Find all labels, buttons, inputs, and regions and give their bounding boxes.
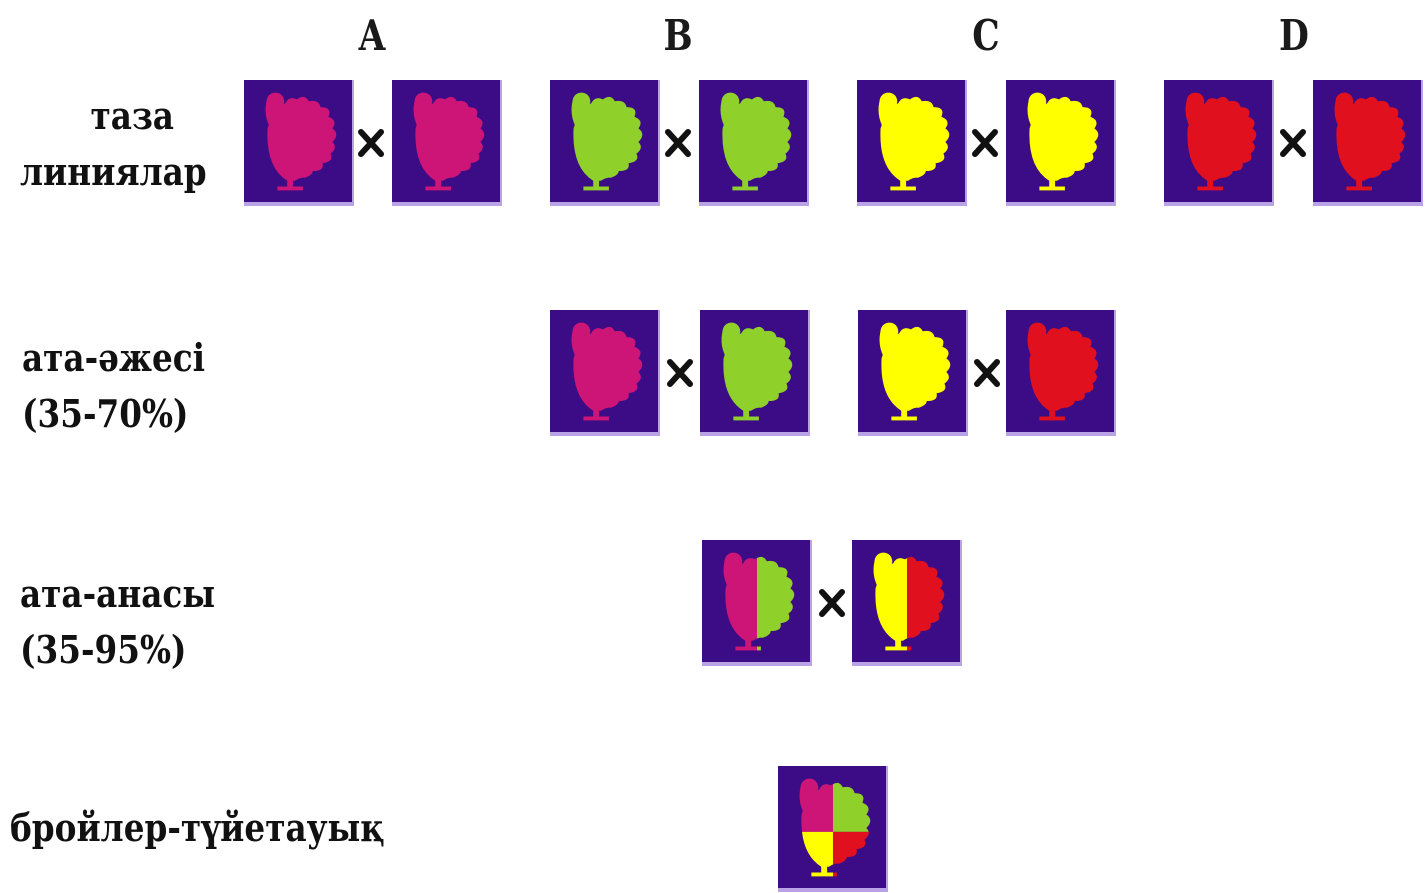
- pure-line-b-tile-1: [550, 80, 660, 206]
- row-label-grandparents: ата-әжесі (35-70%): [22, 330, 205, 442]
- row-label-broiler: бройлер-түйетауық: [10, 800, 385, 856]
- cross-icon: [972, 356, 1002, 390]
- grandparent-a-tile: [550, 310, 660, 436]
- column-label-a: A: [358, 11, 386, 60]
- grandparent-b-tile: [700, 310, 810, 436]
- parent-ab-tile: [702, 540, 812, 666]
- column-label-c: C: [972, 11, 1000, 60]
- row-label-parents-line1: ата-анасы: [20, 571, 216, 616]
- cross-icon: [665, 356, 695, 390]
- parent-cd-tile: [852, 540, 962, 666]
- grandparent-d-tile: [1006, 310, 1116, 436]
- cross-icon: [356, 126, 386, 160]
- cross-icon: [1278, 126, 1308, 160]
- pure-line-c-tile-2: [1006, 80, 1116, 206]
- row-label-pure-lines: таза линиялар: [20, 88, 207, 200]
- cross-icon: [970, 126, 1000, 160]
- row-label-parents: ата-анасы (35-95%): [20, 566, 215, 678]
- row-label-grandparents-line2: (35-70%): [22, 391, 189, 436]
- pure-line-d-tile-2: [1313, 80, 1423, 206]
- row-label-pure-lines-line1: таза: [90, 93, 174, 138]
- pure-line-a-tile-1: [244, 80, 354, 206]
- grandparent-c-tile: [858, 310, 968, 436]
- pure-line-d-tile-1: [1164, 80, 1274, 206]
- row-label-broiler-line1: бройлер-түйетауық: [10, 805, 385, 850]
- column-label-b: B: [663, 11, 693, 60]
- row-label-grandparents-line1: ата-әжесі: [22, 335, 206, 380]
- broiler-abcd-tile: [778, 766, 888, 892]
- row-label-pure-lines-line2: линиялар: [20, 149, 207, 194]
- column-label-d: D: [1279, 11, 1309, 60]
- cross-icon: [817, 586, 847, 620]
- cross-icon: [663, 126, 693, 160]
- pure-line-b-tile-2: [699, 80, 809, 206]
- pure-line-a-tile-2: [392, 80, 502, 206]
- pure-line-c-tile-1: [857, 80, 967, 206]
- row-label-parents-line2: (35-95%): [20, 627, 187, 672]
